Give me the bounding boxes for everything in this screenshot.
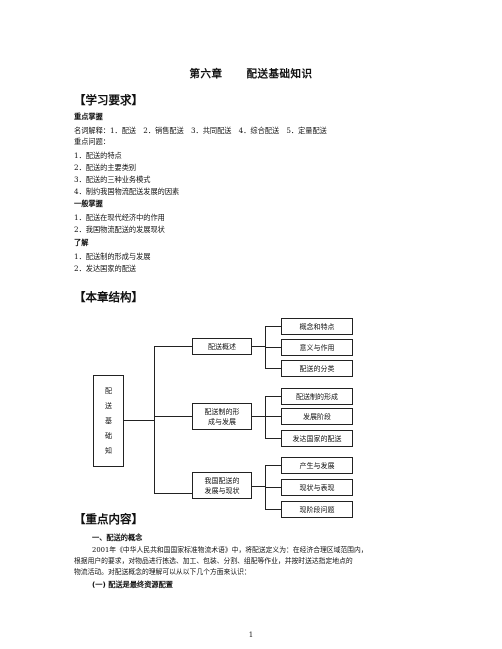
branch-connector-1 [154,346,192,347]
key-question-2: 2．配送的主要类别 [74,163,137,172]
leaf-2c: 发达国家的配送 [281,430,353,447]
branch-label-china-1: 我国配送的 [204,476,240,485]
root-char-3: 基 [105,416,112,425]
subsection-1-title: (一) 配送是最终资源配置 [92,580,173,589]
chapter-number: 第六章 [189,68,223,80]
leaf-spine-2 [265,396,266,438]
leaf-3c-label: 现阶段问题 [299,505,335,514]
leaf-connector-1b [265,347,281,348]
leaf-1a: 概念和特点 [281,318,353,335]
leaf-1b: 意义与作用 [281,339,353,356]
leaf-1c-label: 配送的分类 [299,364,335,373]
leaf-stub-1 [252,346,265,347]
key-question-3: 3．配送的三种业务模式 [74,175,151,184]
root-char-1: 配 [105,386,112,395]
leaf-connector-3b [265,487,281,488]
para-1-line-2: 根据用户的要求，对物品进行拣选、加工、包装、分割、组配等作业，并按时送达指定地点… [74,557,353,565]
branch-connector-3 [154,493,192,494]
understand-label: 了解 [74,238,89,247]
root-box: 配 送 基 础 知 [93,375,124,467]
leaf-1c: 配送的分类 [281,360,353,377]
terms-line: 名词解释：1．配送 2．销售配送 3．共同配送 4．综合配送 5．定量配送 [74,126,327,135]
key-mastery-label: 重点掌握 [74,112,103,121]
requirements-heading: 【学习要求】 [74,93,143,107]
leaf-stub-2 [252,416,265,417]
para-1-line-3: 物流活动。对配送概念的理解可以从以下几个方面来认识： [74,568,251,576]
key-question-1: 1．配送的特点 [74,151,122,160]
leaf-2a-label: 配送制的形成 [296,392,338,401]
chapter-name: 配送基础知识 [246,68,313,80]
leaf-3a: 产生与发展 [281,457,353,474]
root-char-2: 送 [105,401,112,410]
page-number: 1 [248,631,254,639]
leaf-3b: 现状与表现 [281,479,353,496]
leaf-2b-label: 发展阶段 [303,412,331,421]
leaf-connector-2c [265,438,281,439]
root-char-4: 础 [105,431,112,440]
leaf-2c-label: 发达国家的配送 [292,434,342,443]
leaf-stub-3 [252,486,265,487]
structure-heading: 【本章结构】 [74,290,143,304]
leaf-connector-1a [265,326,281,327]
branch-label-formation-1: 配送制的形 [204,407,240,416]
key-question-4: 4．制约我国物流配送发展的因素 [74,187,180,196]
branch-label-china-2: 发展与现状 [204,486,240,495]
branch-box-overview: 配送概述 [192,338,252,355]
branch-label-overview: 配送概述 [208,342,236,351]
key-questions-label: 重点问题： [74,137,110,146]
leaf-3c: 现阶段问题 [281,501,353,518]
leaf-connector-2a [265,396,281,397]
leaf-2a: 配送制的形成 [281,388,353,405]
understand-item-1: 1．配送制的形成与发展 [74,252,151,261]
branch-label-formation-2: 成与发展 [208,417,236,426]
leaf-connector-3c [265,509,281,510]
leaf-1b-label: 意义与作用 [299,343,335,352]
leaf-1a-label: 概念和特点 [299,322,335,331]
leaf-connector-3a [265,465,281,466]
branch-spine [154,346,155,494]
section-1-title: 一、配送的概念 [92,533,143,542]
leaf-3b-label: 现状与表现 [299,483,335,492]
general-label: 一般掌握 [74,199,103,208]
chapter-title: 第六章 配送基础知识 [0,66,502,81]
understand-item-2: 2．发达国家的配送 [74,264,137,273]
leaf-3a-label: 产生与发展 [299,461,335,470]
general-item-2: 2．我国物流配送的发展现状 [74,225,165,234]
general-item-1: 1．配送在现代经济中的作用 [74,213,165,222]
branch-box-formation: 配送制的形 成与发展 [192,403,252,430]
root-char-5: 知 [105,446,112,455]
branch-box-china: 我国配送的 发展与现状 [192,472,252,499]
para-1-line-1: 2001年《中华人民共和国国家标准物流术语》中，将配送定义为：在经济合理区域范围… [92,546,368,554]
content-heading: 【重点内容】 [74,512,143,526]
branch-connector-2 [154,416,192,417]
root-connector [124,420,154,421]
leaf-connector-1c [265,368,281,369]
leaf-2b: 发展阶段 [281,408,353,425]
leaf-connector-2b [265,416,281,417]
